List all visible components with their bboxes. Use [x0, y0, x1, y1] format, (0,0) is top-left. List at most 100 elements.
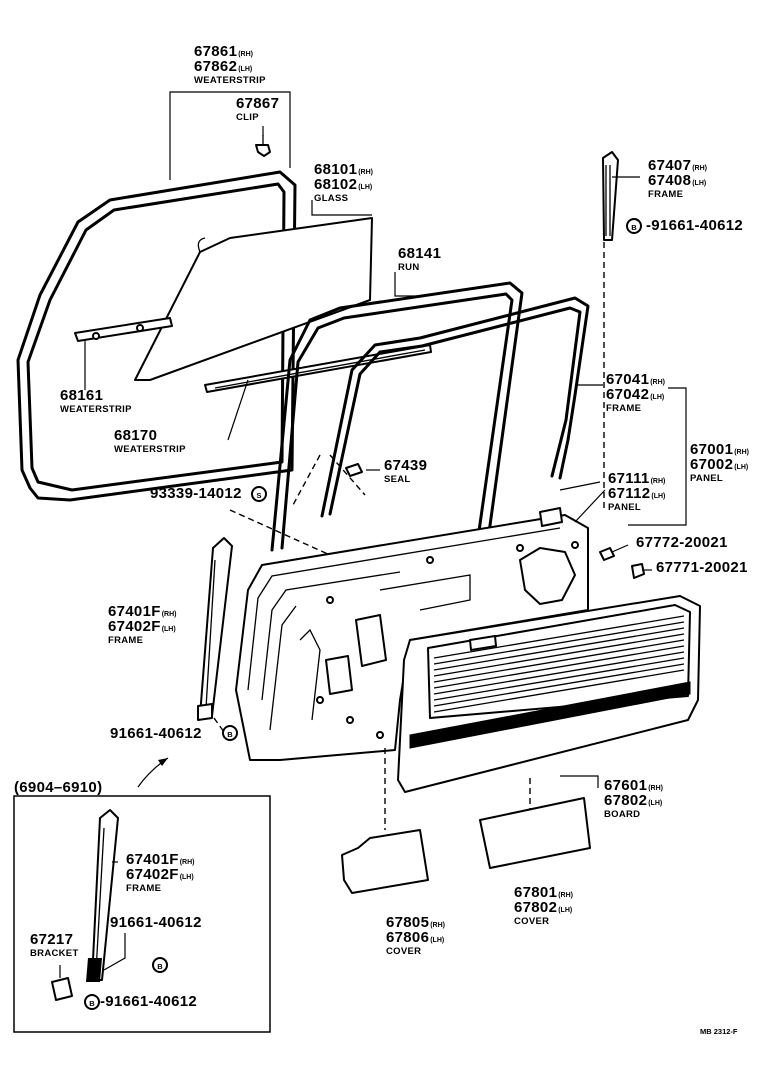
part-name: WEATERSTRIP: [194, 75, 266, 86]
clip-67772: [599, 547, 615, 561]
side-suffix: (RH): [734, 449, 749, 456]
side-suffix: (LH): [648, 800, 662, 807]
board-stripes: [433, 615, 685, 713]
side-suffix: (RH): [180, 859, 195, 866]
part-number: 67772-20021: [636, 534, 728, 551]
part-number: 67802(LH): [514, 899, 572, 916]
part-number: 93339-14012: [150, 485, 242, 502]
callout-67771: 67771-20021: [656, 559, 748, 576]
part-name: COVER: [514, 916, 549, 927]
dashed-guides: [213, 454, 366, 733]
part-number: 67001(RH): [690, 441, 749, 458]
callout-91661b: 91661-40612: [110, 725, 202, 742]
callout-labels: 67861(RH)67862(LH)WEATERSTRIP67867CLIP68…: [30, 43, 749, 1010]
inset-bracket: [51, 977, 73, 1001]
part-number: 67802(LH): [604, 792, 662, 809]
part-name: BOARD: [604, 809, 640, 820]
part-number: 91661-40612: [110, 725, 202, 742]
part-name: COVER: [386, 946, 421, 957]
callout-67111: 67111(RH)67112(LH)PANEL: [608, 470, 665, 513]
bolt-symbol-inset-b: B: [84, 994, 100, 1010]
screw-symbol: S: [251, 486, 267, 502]
part-name: FRAME: [108, 635, 143, 646]
part-number: 67402F(LH): [126, 866, 194, 883]
part-name: FRAME: [648, 189, 683, 200]
bolt-symbol-left: B: [222, 725, 238, 741]
callout-67801: 67801(RH)67802(LH)COVER: [514, 884, 573, 927]
part-number: 67867: [236, 95, 279, 112]
bolt-symbol-inset-a: B: [152, 957, 168, 973]
side-suffix: (RH): [650, 379, 665, 386]
part-number: 67806(LH): [386, 929, 444, 946]
side-suffix: (LH): [162, 626, 176, 633]
side-suffix: (RH): [162, 611, 177, 618]
callout-91661c: 91661-40612: [110, 914, 202, 931]
svg-text:S: S: [256, 491, 261, 500]
part-number: 68101(RH): [314, 161, 373, 178]
door-inner-panel: [235, 514, 589, 761]
inset-frame-end: [86, 958, 102, 982]
callout-67407: 67407(RH)67408(LH)FRAME: [648, 157, 707, 200]
part-name: FRAME: [606, 403, 641, 414]
part-name: FRAME: [126, 883, 161, 894]
reference-code: MB 2312-F: [700, 1027, 738, 1036]
part-number: -91661-40612: [100, 993, 197, 1010]
part-number: 68161: [60, 387, 103, 404]
callout-67805: 67805(RH)67806(LH)COVER: [386, 914, 445, 957]
part-number: 67401F(RH): [108, 603, 176, 620]
callout-68101: 68101(RH)68102(LH)GLASS: [314, 161, 373, 204]
part-number: 67002(LH): [690, 456, 748, 473]
side-suffix: (LH): [238, 66, 252, 73]
part-name: RUN: [398, 262, 419, 273]
callout-67401: 67401F(RH)67402F(LH)FRAME: [108, 603, 176, 646]
part-name: SEAL: [384, 474, 411, 485]
callout-67401i: 67401F(RH)67402F(LH)FRAME: [126, 851, 194, 894]
callout-67861: 67861(RH)67862(LH)WEATERSTRIP: [194, 43, 266, 86]
side-suffix: (LH): [650, 394, 664, 401]
cover-67801: [479, 797, 591, 869]
cover-67805: [341, 829, 429, 894]
callout-67001: 67001(RH)67002(LH)PANEL: [690, 441, 749, 484]
part-number: 68170: [114, 427, 157, 444]
part-name: CLIP: [236, 112, 259, 123]
callout-67601: 67601(RH)67802(LH)BOARD: [604, 777, 663, 820]
inset-frame: [91, 809, 119, 981]
side-suffix: (LH): [651, 493, 665, 500]
side-suffix: (RH): [358, 169, 373, 176]
part-number: 67771-20021: [656, 559, 748, 576]
door-glass: [134, 217, 373, 381]
part-number: 91661-40612: [110, 914, 202, 931]
part-name: BRACKET: [30, 948, 79, 959]
side-suffix: (LH): [734, 464, 748, 471]
part-name: WEATERSTRIP: [60, 404, 132, 415]
part-number: 67805(RH): [386, 914, 445, 931]
part-name: WEATERSTRIP: [114, 444, 186, 455]
side-suffix: (RH): [558, 892, 573, 899]
part-number: 67111(RH): [608, 470, 665, 487]
part-name: PANEL: [608, 502, 641, 513]
part-number: 67408(LH): [648, 172, 706, 189]
svg-text:B: B: [227, 730, 233, 739]
part-number: -91661-40612: [646, 217, 743, 234]
callout-67772: 67772-20021: [636, 534, 728, 551]
svg-text:B: B: [89, 999, 95, 1008]
part-number: 67439: [384, 457, 427, 474]
part-number: 67112(LH): [608, 485, 665, 502]
clip-part: [255, 135, 271, 157]
side-suffix: (LH): [430, 937, 444, 944]
part-number: 67407(RH): [648, 157, 707, 174]
side-suffix: (LH): [692, 180, 706, 187]
svg-text:B: B: [157, 962, 163, 971]
side-suffix: (RH): [651, 478, 666, 485]
part-number: 67041(RH): [606, 371, 665, 388]
side-suffix: (LH): [358, 184, 372, 191]
svg-text:B: B: [631, 223, 637, 232]
panel-67111: [539, 507, 563, 527]
side-suffix: (LH): [558, 907, 572, 914]
